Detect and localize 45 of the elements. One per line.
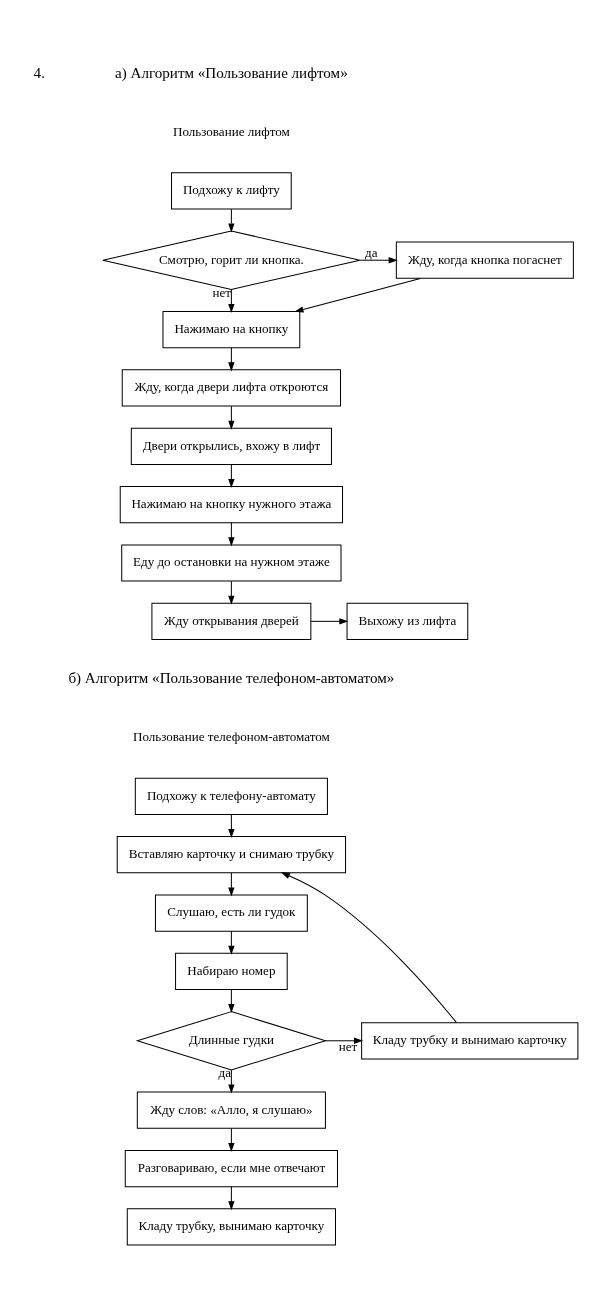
arrow (228, 580, 235, 605)
node-box: Выхожу из лифта (346, 602, 469, 640)
node-box: Жду слов: «Алло, я слушаю» (136, 1091, 326, 1129)
node-box: Еду до остановки на нужном этаже (121, 543, 342, 582)
arrow (228, 288, 235, 313)
arrow (228, 1185, 235, 1210)
arrow (228, 346, 235, 371)
node-box: Нажимаю на кнопку нужного этажа (119, 485, 344, 523)
node-box: Набираю номер (175, 952, 288, 990)
label: а) Алгоритм «Пользование лифтом» (115, 64, 348, 81)
arrow (228, 930, 235, 955)
node-box: Кладу трубку, вынимаю карточку (126, 1207, 336, 1245)
arrow (359, 256, 398, 263)
arrow (280, 871, 457, 1023)
arrow (310, 617, 349, 624)
arrow (228, 1068, 235, 1094)
edge-label: да (365, 244, 378, 260)
arrow (228, 463, 235, 488)
node-box: Кладу трубку и вынимаю карточку (361, 1021, 579, 1059)
node-diamond: Длинные гудки (135, 1010, 328, 1070)
label: б) Алгоритм «Пользование телефоном-автоматом» (68, 669, 395, 686)
arrow (228, 988, 235, 1013)
arrow (228, 405, 235, 430)
arrow (228, 521, 235, 546)
arrow (228, 813, 235, 838)
node-box: Разговариваю, если мне отвечают (124, 1149, 338, 1187)
node-box: Жду, когда двери лифта откроются (121, 368, 342, 407)
node-box: Вставляю карточку и снимаю трубку (116, 835, 347, 873)
arrow (294, 277, 421, 313)
edge-label: нет (338, 1038, 358, 1054)
node-box: Жду, когда кнопка погаснет (395, 241, 574, 279)
node-box: Слушаю, есть ли гудок (154, 893, 308, 932)
label: Пользование телефоном-автоматом (133, 728, 330, 744)
node-box: Подхожу к телефону-автомату (134, 777, 328, 815)
node-box: Подхожу к лифту (171, 171, 292, 209)
arrow (324, 1037, 364, 1044)
label: Пользование лифтом (172, 123, 290, 139)
arrow (228, 1127, 235, 1152)
node-box: Двери открылись, вхожу в лифт (130, 427, 332, 465)
label: 4. (33, 64, 45, 81)
arrow (228, 871, 235, 896)
arrow (228, 208, 235, 232)
node-box: Жду открывания дверей (151, 602, 312, 640)
node-box: Нажимаю на кнопку (162, 310, 301, 348)
node-diamond: Смотрю, горит ли кнопка. (102, 230, 361, 290)
